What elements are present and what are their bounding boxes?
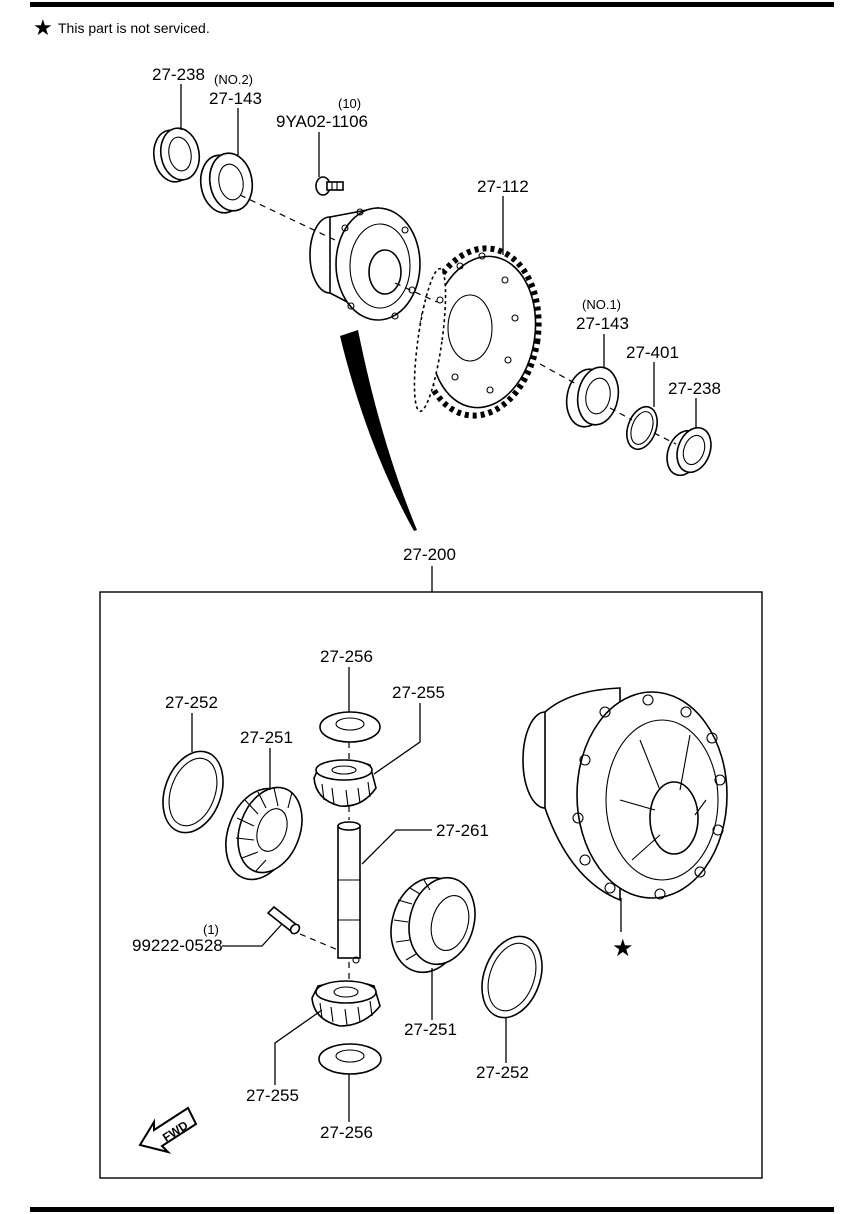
- label-bolt-qty: (10): [338, 96, 361, 111]
- label-pin-qty: (1): [203, 922, 219, 937]
- label-99222-0528: 99222-0528: [132, 936, 223, 955]
- diff-case-upper: [309, 207, 421, 321]
- washer-bottom: [318, 1043, 382, 1075]
- bottom-rule: [30, 1207, 834, 1212]
- washer-top: [319, 711, 381, 743]
- label-27-251-right: 27-251: [404, 1020, 457, 1039]
- axis-upper-right: [394, 282, 677, 445]
- label-27-252-right: 27-252: [476, 1063, 529, 1082]
- label-27-238-right: 27-238: [668, 379, 721, 398]
- pinion-bottom: [311, 980, 381, 1027]
- label-27-251-left: 27-251: [240, 728, 293, 747]
- shim: [626, 405, 658, 451]
- side-gear-right: [390, 876, 476, 974]
- assembly-sweep: [340, 330, 417, 531]
- fwd-arrow-icon: FWD: [138, 1106, 198, 1154]
- note-star: ★: [33, 15, 53, 40]
- side-gear-left: [225, 786, 303, 881]
- label-9ya02-1106: 9YA02-1106: [276, 112, 368, 131]
- note-text: This part is not serviced.: [58, 20, 210, 36]
- label-27-255-top: 27-255: [392, 683, 445, 702]
- assembly-frame: [99, 591, 763, 1179]
- case-star: ★: [612, 935, 634, 962]
- lock-pin: [266, 905, 301, 935]
- bearing-cup-right: [666, 426, 712, 477]
- bearing-no1: [565, 366, 620, 428]
- label-27-256-bottom: 27-256: [320, 1123, 373, 1142]
- label-27-256-top: 27-256: [320, 647, 373, 666]
- thrust-washer-left: [162, 750, 224, 834]
- pin-axis: [299, 933, 339, 951]
- leader-lines-upper: [180, 84, 697, 428]
- bearing-cup-left: [152, 127, 201, 183]
- label-27-200: 27-200: [403, 545, 456, 564]
- label-no2: (NO.2): [214, 72, 253, 87]
- label-27-252-left: 27-252: [165, 693, 218, 712]
- bearing-no2: [199, 152, 254, 214]
- top-rule: [30, 2, 834, 7]
- diff-case-lower: [522, 687, 728, 902]
- label-27-238-left: 27-238: [152, 65, 205, 84]
- axis-upper-left: [239, 194, 336, 241]
- pinion-top: [313, 759, 377, 807]
- label-27-143-no2: 27-143: [209, 89, 262, 108]
- label-27-261: 27-261: [436, 821, 489, 840]
- label-27-112: 27-112: [477, 177, 529, 196]
- ring-gear: [413, 245, 542, 419]
- thrust-washer-right: [481, 935, 543, 1019]
- label-27-255-bottom: 27-255: [246, 1086, 299, 1105]
- bolt-9ya02: [315, 176, 344, 196]
- leader-lines-lower: [191, 667, 622, 1122]
- label-27-143-no1: 27-143: [576, 314, 629, 333]
- pinion-shaft: [337, 821, 361, 964]
- label-27-401: 27-401: [626, 343, 679, 362]
- label-no1: (NO.1): [582, 297, 621, 312]
